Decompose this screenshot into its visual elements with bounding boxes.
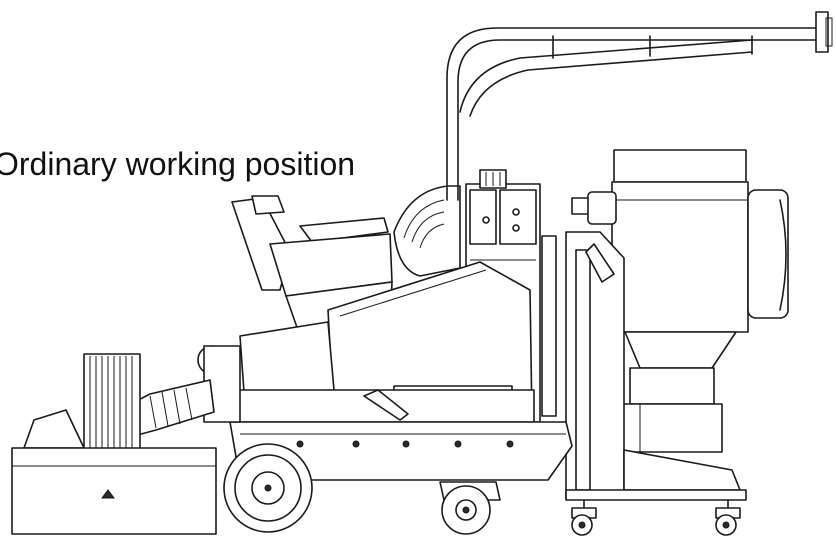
figure-caption: Ordinary working position bbox=[0, 146, 356, 182]
grinder-chassis bbox=[230, 262, 572, 480]
rear-drive-wheel bbox=[224, 444, 312, 532]
grinding-motor bbox=[84, 354, 140, 450]
front-small-wheel bbox=[440, 482, 500, 534]
grinding-head-housing bbox=[12, 410, 216, 534]
caster-wheel-right bbox=[716, 508, 740, 535]
overhead-vacuum-hose bbox=[447, 12, 832, 200]
caster-wheel-left bbox=[572, 508, 596, 535]
extractor-trolley bbox=[566, 232, 746, 510]
dust-extractor bbox=[572, 150, 788, 452]
